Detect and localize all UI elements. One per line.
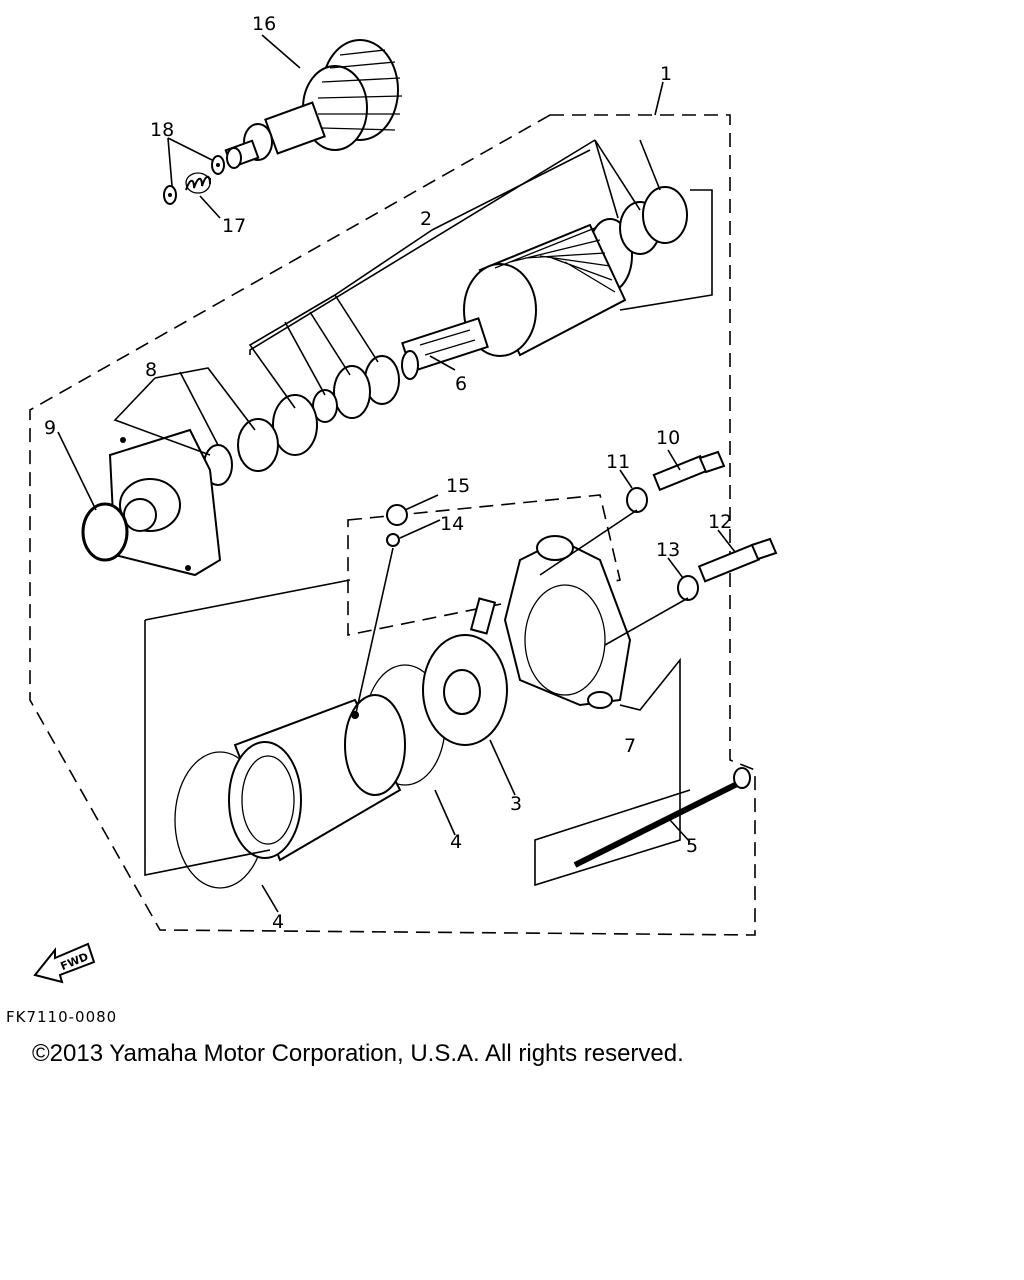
callout-13: 13 (656, 539, 680, 561)
small-parts-boundary (347, 494, 621, 636)
copyright-notice: ©2013 Yamaha Motor Corporation, U.S.A. A… (32, 1040, 684, 1067)
o-ring-part (81, 502, 129, 562)
callout-18: 18 (150, 119, 174, 141)
callout-8: 8 (145, 359, 157, 381)
washer-11-part (626, 487, 648, 513)
callout-6: 6 (455, 373, 467, 395)
callout-12: 12 (708, 511, 732, 533)
washer-13-part (677, 575, 699, 601)
leader-lines (57, 34, 736, 913)
spring-and-washers-part (163, 155, 225, 205)
washer-right-2 (642, 186, 688, 244)
callout-labels: 16 18 17 1 2 6 8 9 10 11 15 14 12 13 7 3… (44, 13, 732, 933)
callout-2: 2 (420, 208, 432, 230)
yoke-body-part (228, 694, 406, 862)
callout-4-upper: 4 (450, 831, 462, 853)
callout-3: 3 (510, 793, 522, 815)
through-bolt-5-part (573, 767, 751, 868)
nut-15-part (386, 504, 408, 526)
callout-9: 9 (44, 417, 56, 439)
bolt-10-part (652, 450, 726, 492)
fwd-arrow-icon: FWD (33, 942, 96, 984)
callout-7: 7 (624, 735, 636, 757)
callout-15: 15 (446, 475, 470, 497)
callout-10: 10 (656, 427, 680, 449)
callout-4-lower: 4 (272, 911, 284, 933)
bearing-1 (272, 394, 318, 456)
callout-14: 14 (440, 513, 464, 535)
callout-11: 11 (606, 451, 630, 473)
brush-holder-part (422, 597, 508, 746)
washer-left-2 (333, 365, 371, 419)
callout-1: 1 (660, 63, 672, 85)
callout-5: 5 (686, 835, 698, 857)
armature-part (401, 218, 633, 380)
rear-cover-part (503, 535, 632, 709)
bolt-12-part (697, 537, 778, 583)
callout-17: 17 (222, 215, 246, 237)
starter-motor-exploded-diagram: 16 18 17 1 2 6 8 9 10 11 15 14 12 13 7 3… (29, 13, 778, 984)
front-cover-part (108, 428, 222, 577)
assembly-boundary (29, 114, 756, 936)
drawing-code: FK7110-0080 (6, 1008, 118, 1026)
washer-14-part (386, 533, 400, 547)
drive-pinion-part (224, 39, 403, 169)
callout-16: 16 (252, 13, 276, 35)
bearing-2 (237, 418, 279, 472)
